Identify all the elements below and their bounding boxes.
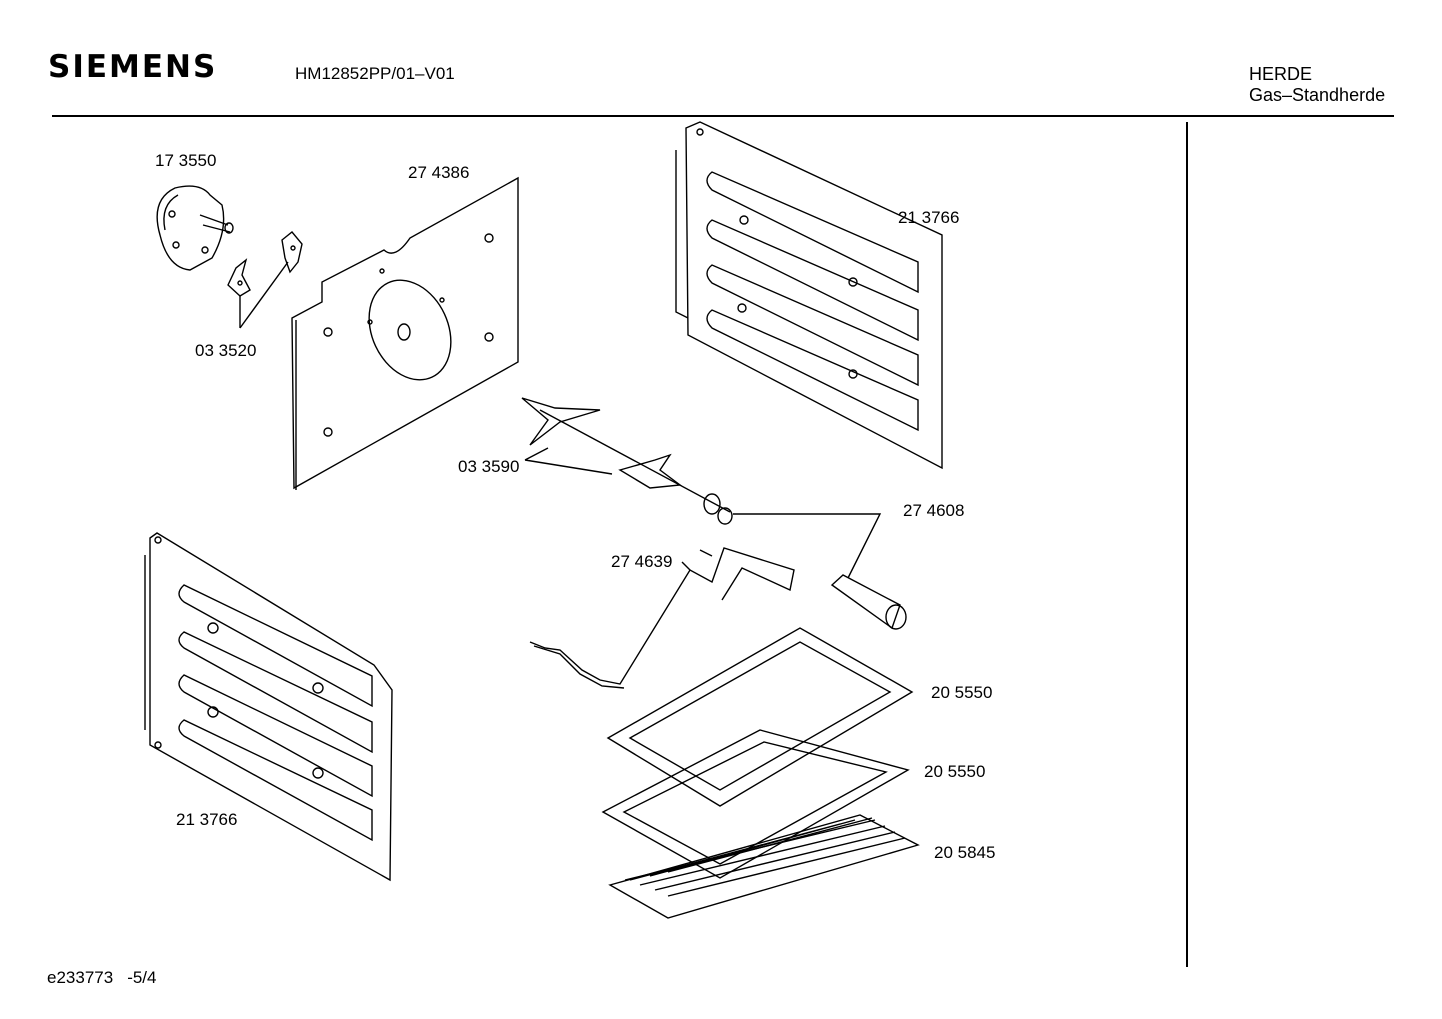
part-label-p7: 27 4639 bbox=[611, 552, 672, 571]
part-label-p9: 20 5550 bbox=[924, 762, 985, 781]
footer: e233773 -5/4 bbox=[47, 968, 170, 988]
spit-handle-drawing bbox=[733, 513, 907, 630]
part-label-p8: 20 5550 bbox=[931, 683, 992, 702]
baking-tray-bottom-drawing bbox=[601, 729, 910, 879]
wire-support-drawing bbox=[529, 547, 795, 689]
doc-id: e233773 bbox=[47, 968, 114, 987]
part-label-p4: 03 3520 bbox=[195, 341, 256, 360]
subcategory-title: Gas–Standherde bbox=[1249, 85, 1386, 105]
brand-logo: SIEMENS bbox=[48, 49, 218, 85]
part-label-p10: 20 5845 bbox=[934, 843, 995, 862]
part-label-p5: 03 3590 bbox=[458, 457, 519, 476]
side-rail-right-drawing bbox=[675, 121, 943, 470]
part-label-p11: 21 3766 bbox=[176, 810, 237, 829]
part-label-p1: 17 3550 bbox=[155, 151, 216, 170]
page-indicator: -5/4 bbox=[127, 968, 157, 987]
header-divider bbox=[52, 115, 1394, 117]
part-label-p2: 27 4386 bbox=[408, 163, 469, 182]
category-title: HERDE bbox=[1249, 64, 1313, 84]
rotisserie-spit-drawing bbox=[521, 397, 733, 525]
model-number: HM12852PP/01–V01 bbox=[295, 64, 455, 83]
baking-tray-top-drawing bbox=[606, 627, 914, 807]
part-label-p3: 21 3766 bbox=[898, 208, 959, 227]
part-label-p6: 27 4608 bbox=[903, 501, 964, 520]
rotisserie-motor-drawing bbox=[156, 185, 234, 271]
side-rail-left-drawing bbox=[144, 532, 393, 882]
mounting-plate-drawing bbox=[291, 176, 519, 490]
clip-parts-drawing bbox=[227, 231, 303, 329]
side-divider bbox=[1186, 122, 1188, 967]
oven-grid-drawing bbox=[608, 814, 920, 919]
